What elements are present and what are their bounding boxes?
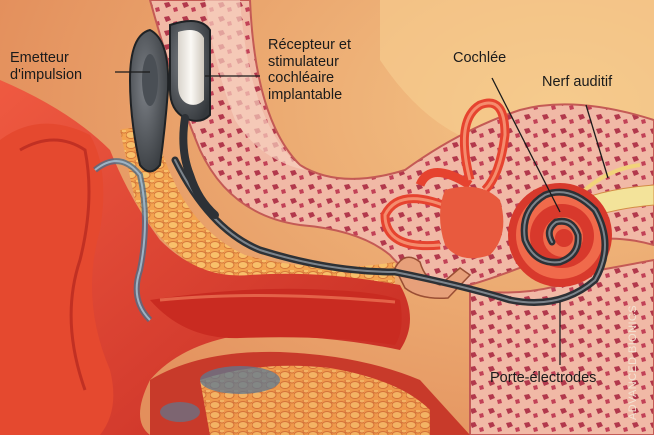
label-recepteur: Récepteur et stimulateur cochléaire impl… xyxy=(268,37,351,103)
label-emetteur: Emetteur d'impulsion xyxy=(10,50,82,83)
credit-watermark: ADVANCED BIONICS xyxy=(627,305,639,420)
label-nerf-auditif: Nerf auditif xyxy=(542,74,612,91)
label-porte-electrodes: Porte-électrodes xyxy=(490,370,596,387)
label-cochlee: Cochlée xyxy=(453,50,506,67)
